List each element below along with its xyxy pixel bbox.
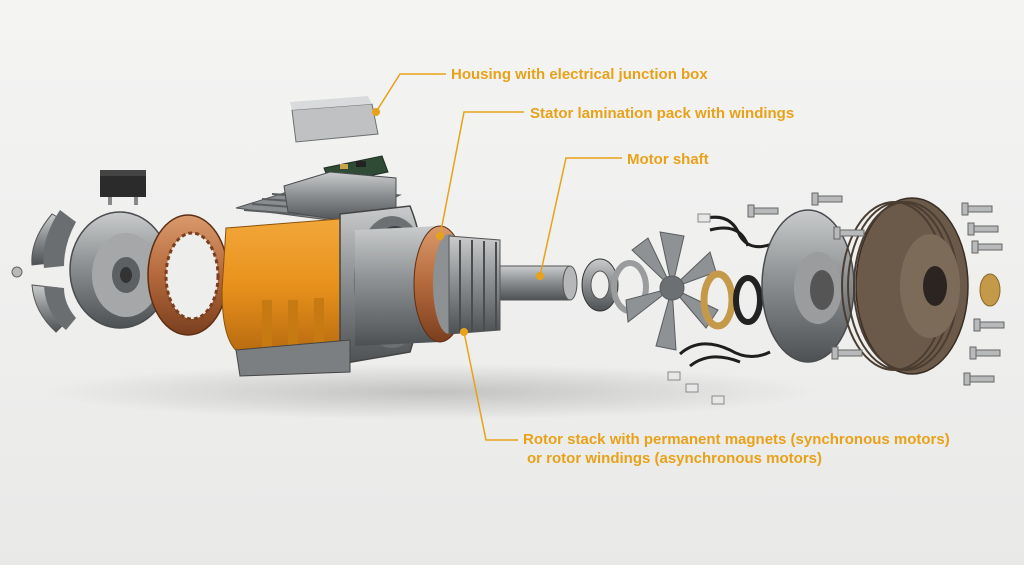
label-stator: Stator lamination pack with windings [530, 105, 795, 122]
label-rotor: Rotor stack with permanent magnets (sync… [523, 430, 950, 468]
dot-shaft [536, 272, 544, 280]
leader-dots [372, 108, 544, 336]
seal-rings [700, 270, 763, 330]
leader-housing [375, 73, 446, 113]
rotor [355, 225, 501, 346]
cable-harness [678, 215, 773, 368]
stator-winding [147, 214, 229, 336]
leader-stator [439, 111, 524, 237]
dot-stator [436, 232, 444, 240]
label-rotor-line2: or rotor windings (asynchronous motors) [527, 450, 823, 467]
brass-washer [979, 273, 1001, 307]
screw [11, 266, 23, 278]
bolts [747, 192, 1005, 386]
label-rotor-line1: Rotor stack with permanent magnets (sync… [523, 431, 950, 448]
cable-connectors [667, 213, 725, 405]
connector-block [100, 170, 146, 205]
pulley [841, 197, 969, 375]
brake-pads [31, 210, 76, 333]
floor-shadow [40, 364, 820, 420]
brake-disc [69, 211, 171, 329]
leader-lines [375, 73, 622, 441]
leader-shaft [539, 157, 622, 277]
end-shield [761, 209, 855, 363]
label-shaft: Motor shaft [627, 151, 709, 168]
label-housing: Housing with electrical junction box [451, 66, 708, 83]
leader-rotor [463, 331, 518, 441]
motor-shaft [499, 265, 578, 301]
dot-rotor [460, 328, 468, 336]
junction-box-lid [290, 96, 379, 143]
dot-housing [372, 108, 380, 116]
